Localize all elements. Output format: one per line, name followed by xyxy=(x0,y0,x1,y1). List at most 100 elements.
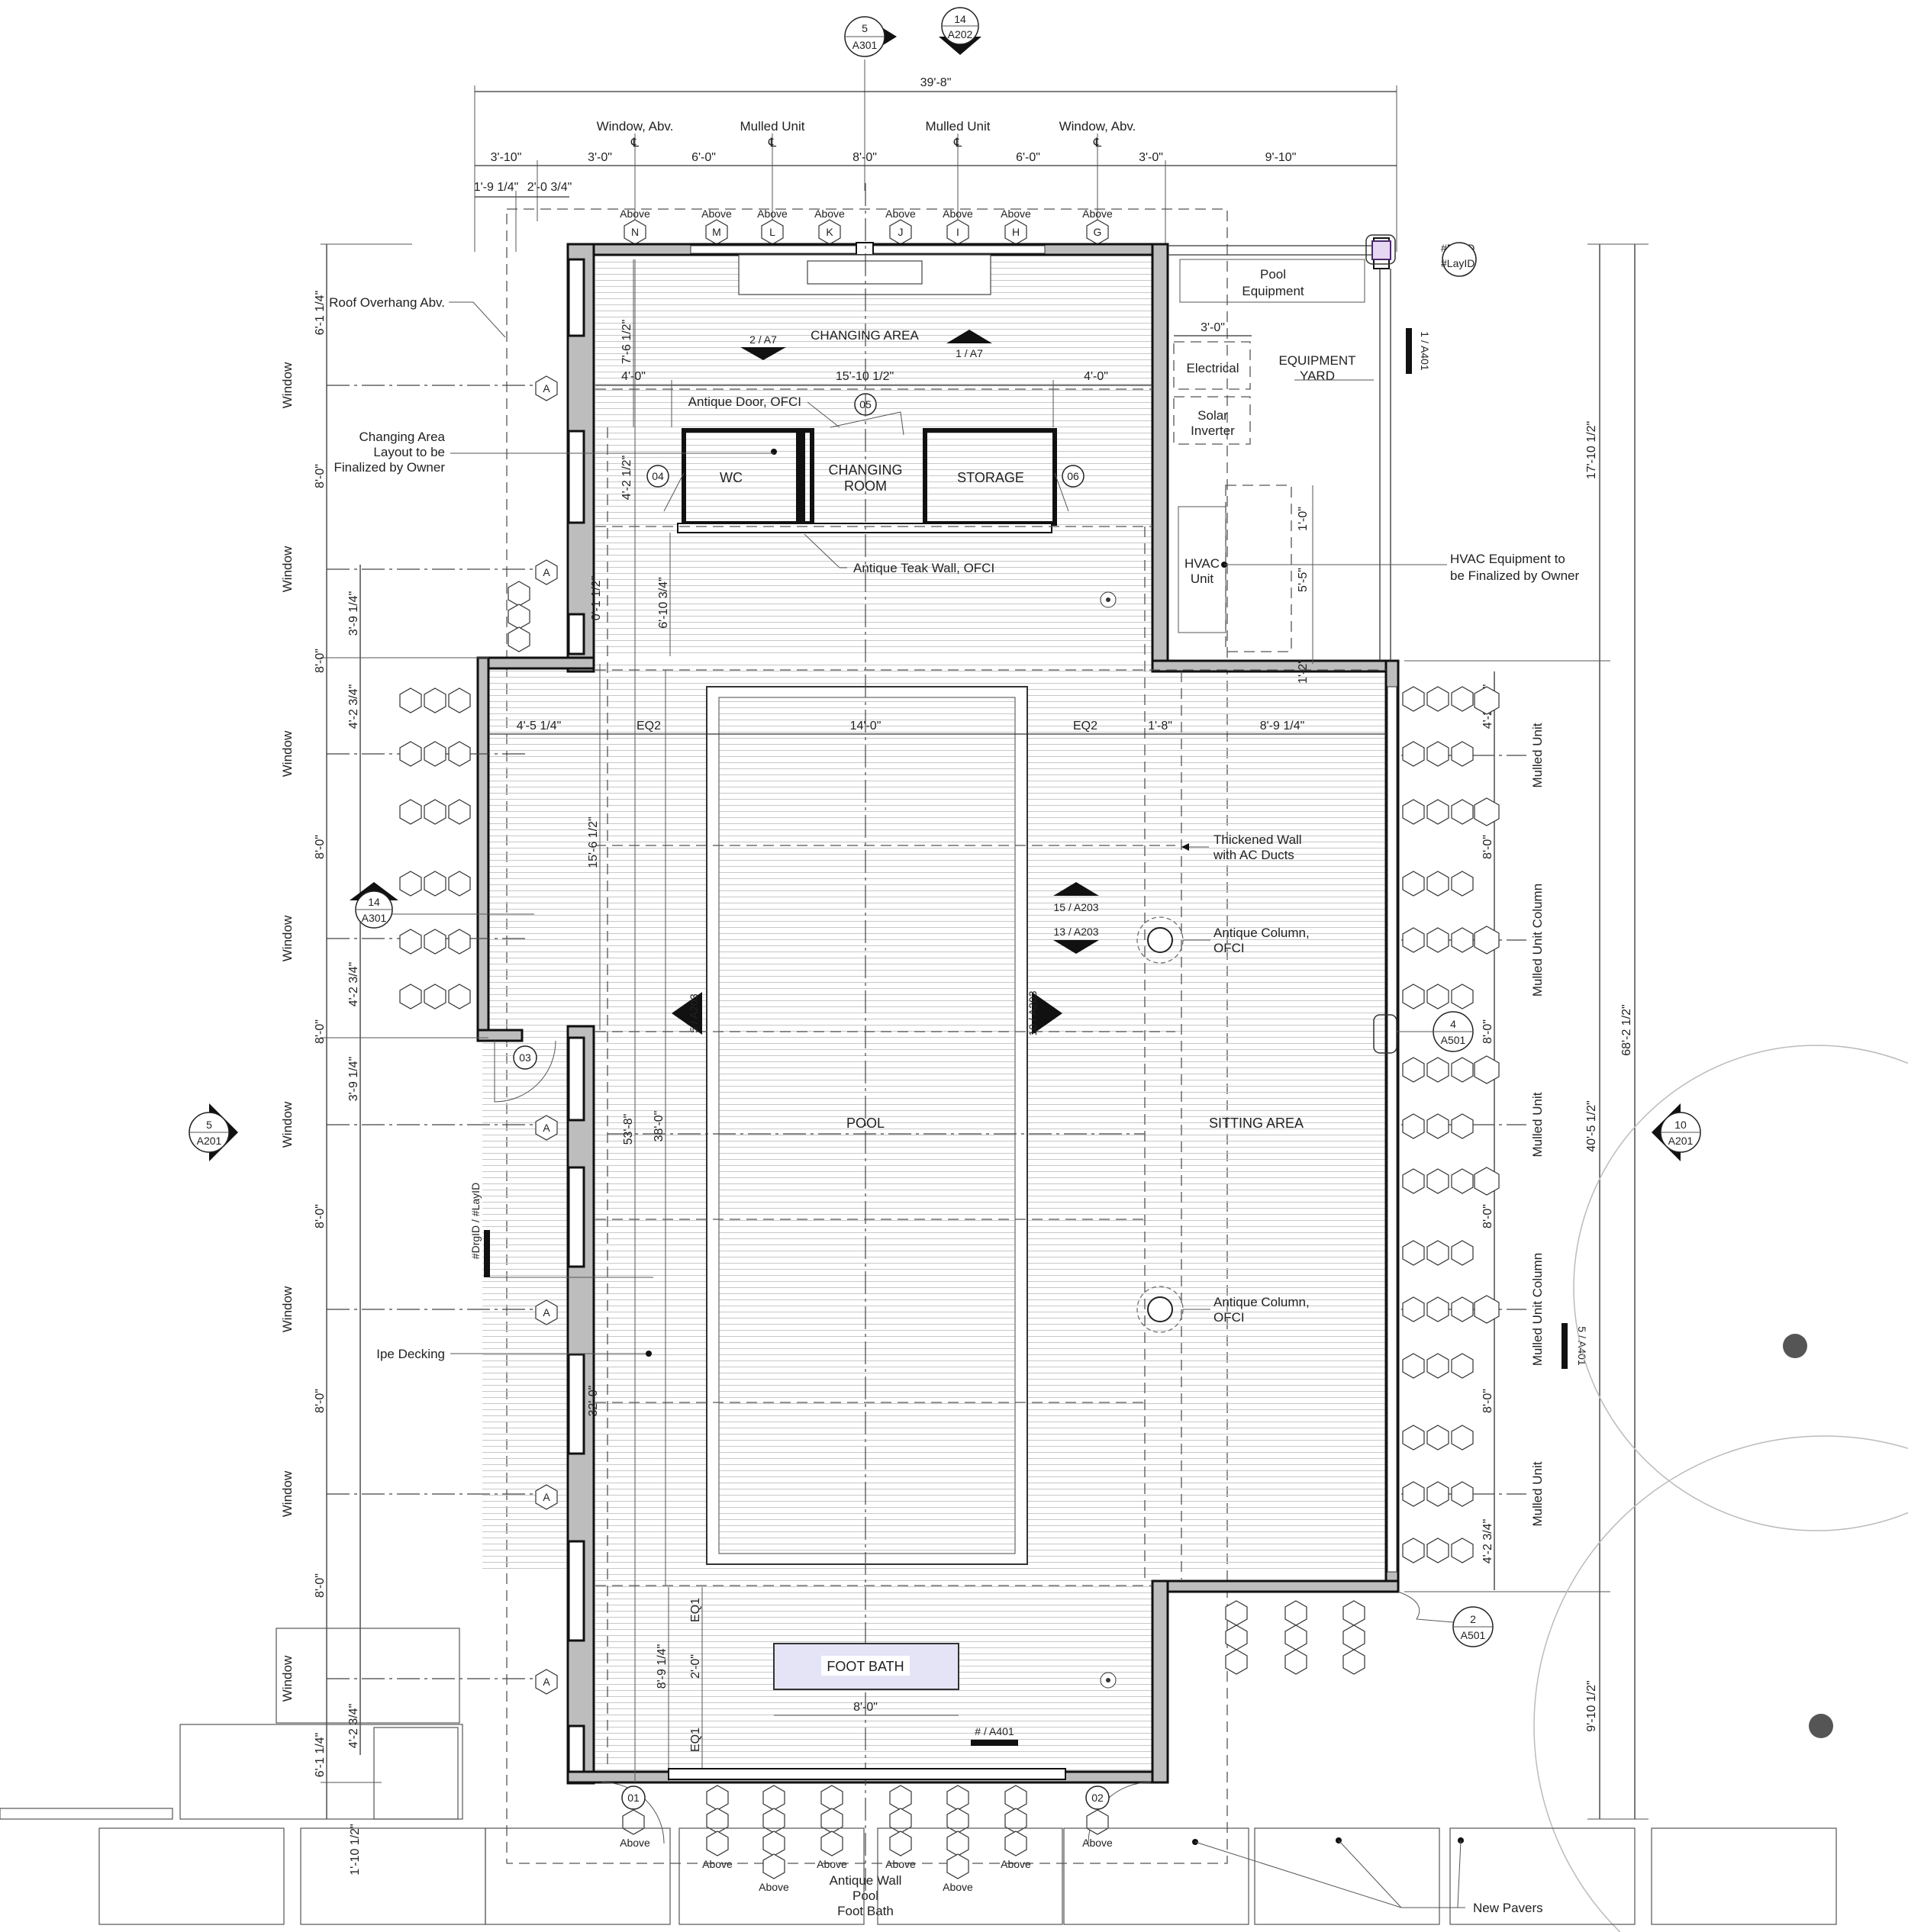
svg-text:A201: A201 xyxy=(197,1135,222,1147)
thickened-wall-note: Thickened Wall xyxy=(1213,832,1302,847)
svg-text:EQ2: EQ2 xyxy=(637,720,661,733)
svg-text:EQ1: EQ1 xyxy=(689,1728,702,1752)
svg-text:EQ1: EQ1 xyxy=(689,1598,702,1622)
svg-text:Above: Above xyxy=(885,1858,916,1870)
svg-text:Above: Above xyxy=(620,1837,650,1849)
svg-text:5: 5 xyxy=(206,1119,212,1131)
antique-wall-note: Antique Wall xyxy=(830,1873,902,1888)
drawing-layout-id-tag[interactable]: #DrgID / #LayID xyxy=(469,1183,653,1278)
section-marker-13-a203[interactable]: 13 / A203 xyxy=(1053,926,1099,954)
svg-text:Above: Above xyxy=(817,1858,847,1870)
section-marker-15-a203[interactable]: 15 / A203 xyxy=(1053,882,1099,913)
ref-number: 5 xyxy=(862,22,868,34)
svg-text:5'-5": 5'-5" xyxy=(1297,568,1310,592)
ref-number: 14 xyxy=(954,13,966,25)
svg-text:9'-10 1/2": 9'-10 1/2" xyxy=(1585,1680,1598,1731)
door-tag-06[interactable]: 06 xyxy=(1062,465,1085,488)
svg-text:4'-0": 4'-0" xyxy=(1084,370,1108,383)
door-02[interactable]: 02 xyxy=(1085,1782,1152,1844)
svg-text:Finalized by Owner: Finalized by Owner xyxy=(334,460,445,475)
top-window-tags: Above N Above M Above L Above K Above J … xyxy=(620,208,1113,245)
tag-n[interactable]: Above N xyxy=(620,208,650,245)
antique-teak-wall-note: Antique Teak Wall, OFCI xyxy=(853,561,994,575)
antique-column-note-2: Antique Column, xyxy=(1213,1295,1310,1309)
section-marker-5-a201[interactable]: 5 A201 xyxy=(189,1103,238,1161)
label-mulled-unit-r3: Mulled Unit xyxy=(1530,1461,1545,1526)
svg-text:14: 14 xyxy=(368,896,380,908)
detail-marker-2-a501[interactable]: 2 A501 xyxy=(1397,1591,1494,1647)
svg-text:Above: Above xyxy=(943,1881,973,1893)
new-pavers: New Pavers xyxy=(0,1628,1837,1925)
svg-text:be Finalized by Owner: be Finalized by Owner xyxy=(1450,568,1579,583)
svg-text:A201: A201 xyxy=(1668,1135,1694,1147)
section-marker-hash-a401[interactable]: # / A401 xyxy=(971,1725,1018,1746)
svg-text:2: 2 xyxy=(1470,1613,1476,1625)
svg-text:#DrgID / #LayID: #DrgID / #LayID xyxy=(469,1183,482,1259)
hvac-equipment-note: HVAC Equipment to xyxy=(1450,552,1565,566)
svg-text:8'-0": 8'-0" xyxy=(314,464,327,488)
tag-h[interactable]: Above H xyxy=(1001,208,1031,245)
svg-text:A: A xyxy=(543,1306,550,1319)
svg-text:4'-2 3/4": 4'-2 3/4" xyxy=(347,1704,360,1749)
svg-text:8'-0": 8'-0" xyxy=(314,1019,327,1044)
svg-text:02: 02 xyxy=(1091,1792,1104,1804)
left-window-type-tags xyxy=(399,581,530,1009)
svg-text:03: 03 xyxy=(519,1051,531,1064)
room-storage: STORAGE xyxy=(957,470,1024,485)
tag-l[interactable]: Above L xyxy=(757,208,788,245)
dim-overall: 39'-8" xyxy=(920,76,952,89)
svg-text:4'-2 3/4": 4'-2 3/4" xyxy=(1481,1519,1494,1564)
section-marker-10-a201[interactable]: 10 A201 xyxy=(1652,1103,1701,1161)
svg-text:A: A xyxy=(543,382,550,394)
svg-text:15 / A203: 15 / A203 xyxy=(1053,901,1098,913)
section-marker-5-a203[interactable]: 5 / A203 xyxy=(672,992,702,1035)
tag-i[interactable]: Above I xyxy=(943,208,973,245)
svg-text:A501: A501 xyxy=(1441,1034,1466,1046)
tag-g[interactable]: Above G xyxy=(1082,208,1113,245)
section-marker-1-a401[interactable]: 1 / A401 xyxy=(1406,328,1431,374)
svg-text:℄: ℄ xyxy=(630,137,640,150)
section-marker-5-a301[interactable]: 5 A301 xyxy=(844,16,897,191)
tag-k[interactable]: Above K xyxy=(814,208,845,245)
svg-text:M: M xyxy=(712,226,721,238)
svg-text:YARD: YARD xyxy=(1300,369,1335,383)
ipe-decking-note: Ipe Decking xyxy=(376,1347,445,1361)
svg-text:Above: Above xyxy=(943,208,973,220)
svg-text:1'-0": 1'-0" xyxy=(1297,507,1310,531)
svg-text:8'-0": 8'-0" xyxy=(1481,835,1494,859)
section-marker-10-a203[interactable]: 10 / A203 xyxy=(1027,990,1062,1036)
svg-text:1 / A401: 1 / A401 xyxy=(1419,331,1431,371)
svg-text:Window: Window xyxy=(280,1655,295,1702)
door-01[interactable]: 01 xyxy=(601,1782,665,1844)
ref-sheet: A301 xyxy=(852,39,878,51)
svg-text:2'-0": 2'-0" xyxy=(689,1654,702,1679)
svg-text:H: H xyxy=(1012,226,1020,238)
door-03[interactable]: 03 xyxy=(494,1040,556,1103)
svg-text:04: 04 xyxy=(652,470,664,482)
svg-text:Unit: Unit xyxy=(1191,572,1214,586)
section-marker-2-a7[interactable]: 2 / A7 xyxy=(740,333,786,360)
section-marker-14-a202[interactable]: 14 A202 xyxy=(939,7,981,55)
svg-text:Above: Above xyxy=(885,208,916,220)
section-marker-5-a401[interactable]: 5 / A401 xyxy=(1562,1323,1588,1369)
svg-text:53'-8": 53'-8" xyxy=(622,1114,635,1145)
section-marker-1-a7[interactable]: 1 / A7 xyxy=(946,330,992,359)
svg-text:℄: ℄ xyxy=(953,137,962,150)
svg-text:6'-0": 6'-0" xyxy=(1016,151,1040,164)
svg-text:40'-5 1/2": 40'-5 1/2" xyxy=(1585,1100,1598,1151)
svg-text:Window: Window xyxy=(280,915,295,961)
svg-text:L: L xyxy=(769,226,775,238)
section-marker-14-a301[interactable]: 14 A301 xyxy=(350,882,534,929)
svg-text:06: 06 xyxy=(1067,470,1079,482)
svg-text:8'-9 1/4": 8'-9 1/4" xyxy=(656,1644,669,1689)
door-tag-04[interactable]: 04 xyxy=(646,465,669,488)
changing-layout-note: Changing Area xyxy=(359,430,446,444)
label-mulled-unit-1: Mulled Unit xyxy=(740,119,804,134)
detail-marker-4-a501[interactable]: 4 A501 xyxy=(1397,1011,1474,1052)
antique-door-note: Antique Door, OFCI xyxy=(688,394,801,409)
svg-text:Layout to be: Layout to be xyxy=(373,445,445,459)
tag-j[interactable]: Above J xyxy=(885,208,916,245)
svg-text:2'-0 3/4": 2'-0 3/4" xyxy=(527,181,572,194)
svg-text:15'-6 1/2": 15'-6 1/2" xyxy=(587,816,600,868)
tag-m[interactable]: Above M xyxy=(701,208,732,245)
